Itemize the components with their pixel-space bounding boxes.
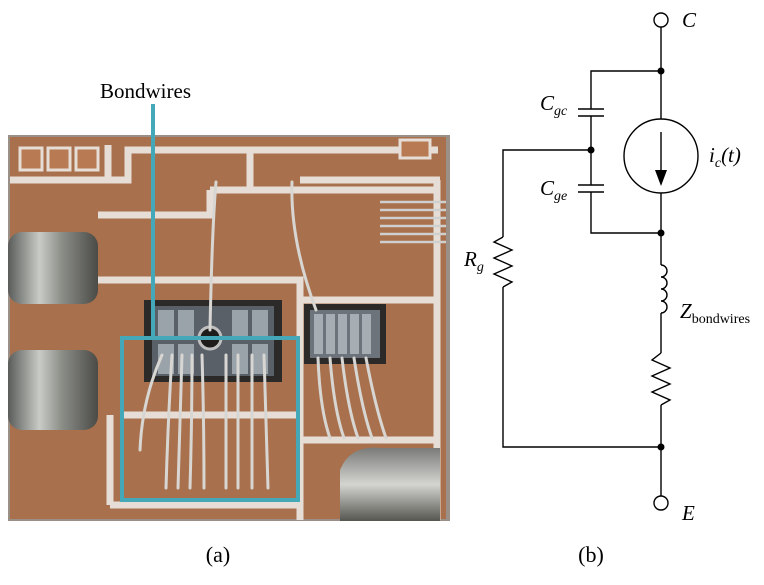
gate-resistor-symbol (492, 236, 514, 288)
source-label: ic(t) (709, 143, 741, 171)
z-bondwires-label: Zbondwires (680, 299, 750, 327)
bondwires (138, 180, 388, 490)
bondwires-callout-label: Bondwires (100, 79, 191, 103)
inductor-symbol (660, 264, 668, 314)
terminal-bottom-right (340, 447, 440, 521)
bondwire-resistor-symbol (650, 352, 672, 406)
terminal-e-circle (653, 495, 669, 511)
wire-gate-to-rg (502, 149, 591, 237)
wire-cge-to-emitter-node (590, 192, 661, 234)
diode-die (304, 304, 386, 364)
bondwire-highlight-box (120, 336, 300, 502)
rg-label: Rg (463, 247, 484, 275)
panel-b-circuit: C E Cgc Cge ic(t) Rg Zbondwires (b) (463, 8, 750, 567)
igbt-die (144, 300, 282, 382)
junction-dot (657, 67, 665, 75)
wire-top-to-cgc (590, 70, 661, 109)
small-pads (18, 138, 432, 172)
current-arrow-head (655, 170, 667, 186)
panel-a-label: (a) (206, 542, 230, 567)
junction-dot (657, 443, 665, 451)
cge-label: Cge (540, 176, 567, 204)
right-connector-wires (380, 200, 446, 244)
terminal-c-circle (653, 12, 669, 28)
terminal-left-bottom (8, 350, 98, 430)
node-e-label: E (681, 501, 695, 525)
module-photo (8, 135, 450, 521)
cgc-label: Cgc (540, 91, 568, 119)
current-source-circle (623, 118, 699, 194)
junction-dot (587, 146, 595, 154)
node-c-label: C (682, 8, 697, 32)
panel-b-label: (b) (578, 542, 604, 567)
terminal-left-top (8, 232, 98, 304)
wire-rg-to-emitter (502, 287, 661, 448)
junction-dot (657, 229, 665, 237)
panel-a: Bondwires (a) (8, 79, 450, 567)
